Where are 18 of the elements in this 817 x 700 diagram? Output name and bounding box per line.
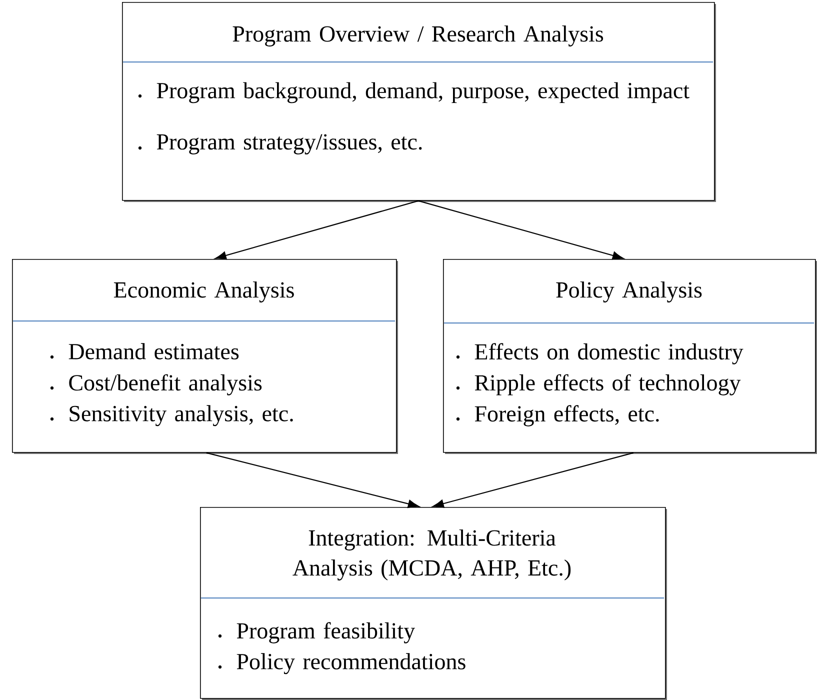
bullet-item: Program background, demand, purpose, expected impact bbox=[138, 82, 690, 104]
bullet-item: Demand estimates bbox=[50, 343, 239, 360]
bullet-item: Program strategy/issues, etc. bbox=[138, 134, 422, 154]
box-heading: Policy Analysis bbox=[556, 282, 702, 302]
bullet-item: Program feasibility bbox=[218, 622, 415, 644]
box-heading: Program Overview / Research Analysis bbox=[232, 26, 604, 46]
bullet-item: Foreign effects, etc. bbox=[456, 405, 659, 426]
arrow bbox=[418, 200, 624, 260]
bullet-item: Policy recommendations bbox=[218, 653, 466, 674]
bullet-item: Effects on domestic industry bbox=[456, 343, 744, 364]
box-heading: Integration: Multi-Criteria Analysis (MCDA, AHP, Etc.) bbox=[292, 530, 571, 580]
box-heading: Economic Analysis bbox=[114, 282, 294, 302]
arrow bbox=[432, 452, 634, 508]
bullet-item: Ripple effects of technology bbox=[456, 374, 741, 396]
arrow bbox=[206, 452, 420, 508]
bullet-item: Cost/benefit analysis bbox=[50, 374, 262, 396]
bullet-item: Sensitivity analysis, etc. bbox=[50, 405, 293, 426]
arrow bbox=[215, 200, 419, 260]
